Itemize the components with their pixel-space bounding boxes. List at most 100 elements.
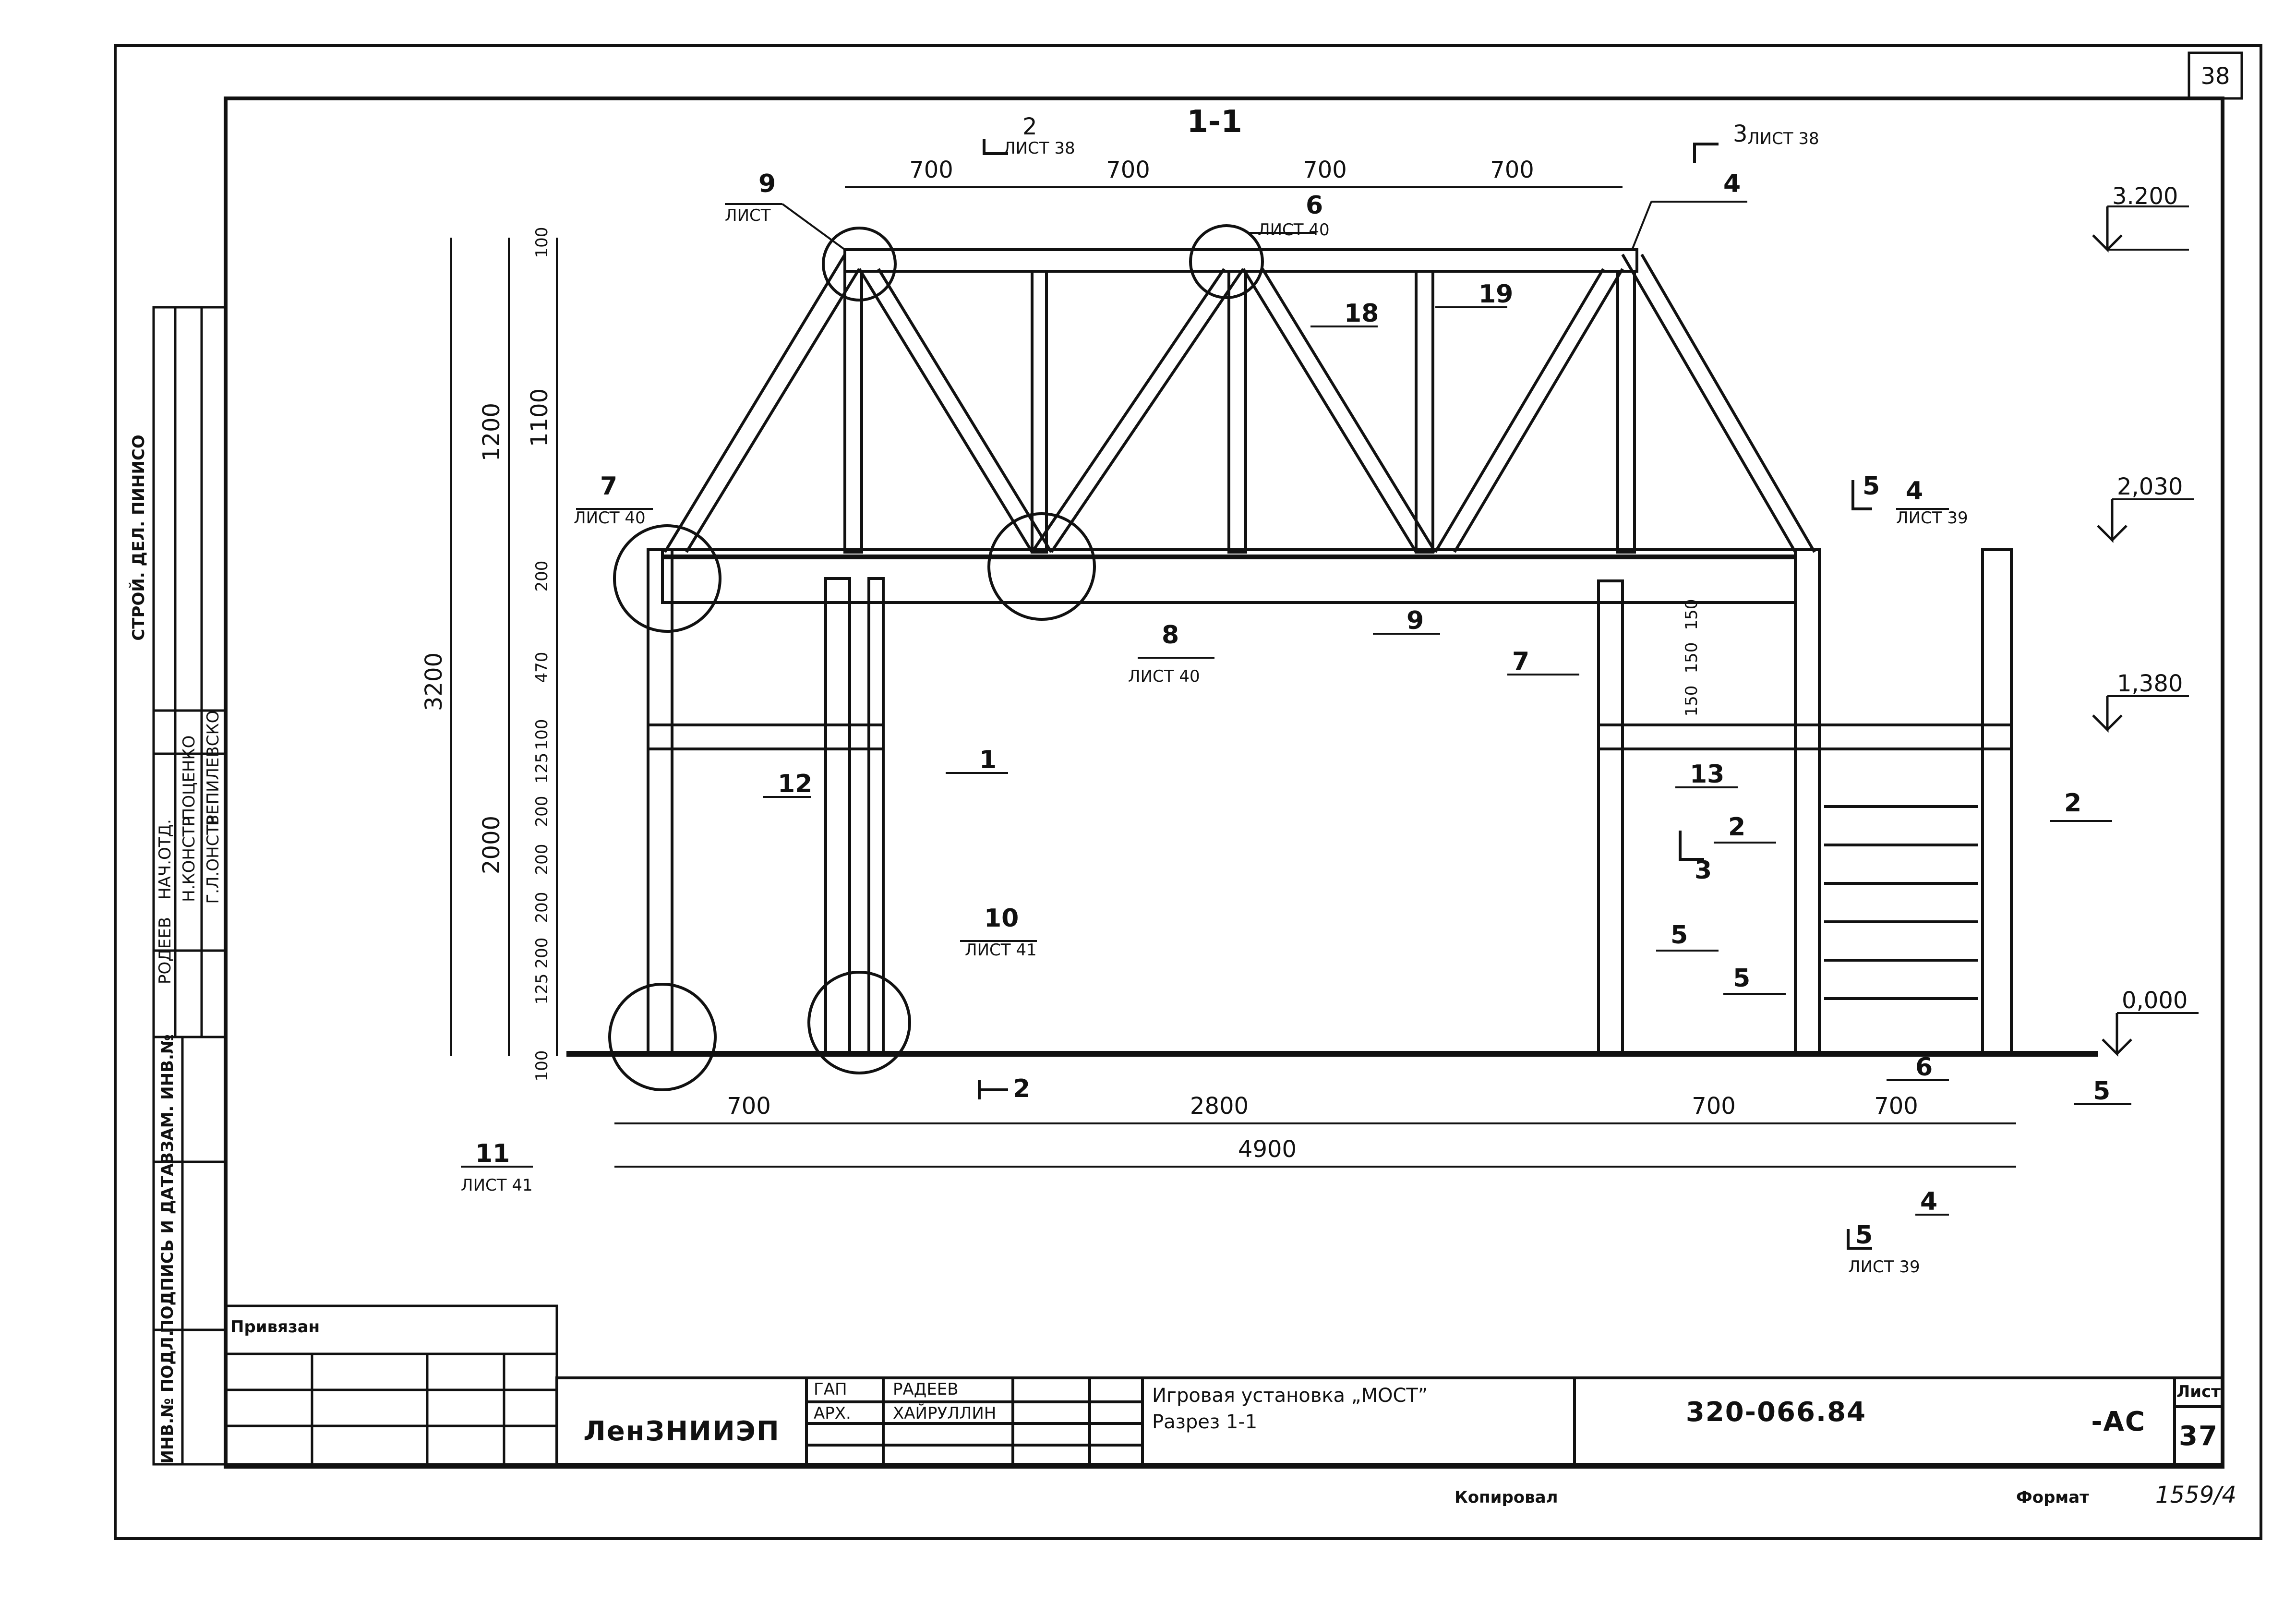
staff-name-1: РАДЕЕВ	[893, 1380, 959, 1399]
side-stamp-role-3: Г.Л.ОНСТР	[204, 815, 223, 904]
svg-text:ЛИСТ 39: ЛИСТ 39	[1848, 1257, 1920, 1277]
dim-left-200c: 200	[532, 892, 552, 923]
dim-left-1100: 1100	[526, 388, 553, 447]
callout-7-right: 7	[1507, 647, 1579, 676]
svg-text:4: 4	[1920, 1187, 1937, 1216]
callout-6: 6 ЛИСТ 40	[1248, 191, 1330, 240]
staff-role-1: ГАП	[814, 1380, 847, 1399]
callout-9-chord: 9	[1373, 606, 1440, 635]
sheet-label: Лист	[2176, 1382, 2221, 1401]
svg-text:11: 11	[475, 1139, 510, 1168]
side-stamp	[152, 306, 227, 1466]
svg-text:ЛИСТ 41: ЛИСТ 41	[461, 1176, 533, 1195]
svg-text:4: 4	[1723, 169, 1741, 198]
section-mark-5-right: 5	[1851, 472, 1880, 510]
callout-2-inner: 2	[1714, 813, 1776, 844]
inner-frame	[224, 96, 2224, 1469]
svg-text:2: 2	[1728, 813, 1745, 842]
svg-text:8: 8	[1162, 621, 1179, 650]
sheet-number: 37	[2179, 1421, 2218, 1452]
side-stamp-name-3: ВЕПИЛЕВСКО	[204, 711, 223, 826]
dim-left-200d: 200	[532, 938, 552, 969]
callout-11: 11 ЛИСТ 41	[461, 1139, 533, 1195]
svg-text:ЛИСТ 40: ЛИСТ 40	[574, 508, 646, 528]
dim-left-125b: 125	[532, 974, 552, 1005]
elevation-2030: 2,030	[2097, 473, 2194, 543]
detail-circles	[608, 224, 1264, 1091]
svg-text:5: 5	[2093, 1077, 2110, 1106]
svg-text:6: 6	[1915, 1053, 1933, 1082]
staff-role-2: АРХ.	[814, 1404, 851, 1423]
callout-2-outer: 2	[2050, 789, 2112, 822]
field-inv-no: ИНВ.№ ПОДЛ.	[158, 1330, 177, 1463]
outer-frame	[114, 44, 2262, 1540]
svg-text:10: 10	[984, 904, 1019, 933]
attached-label: Привязан	[230, 1317, 320, 1337]
side-stamp-role-2: Н.КОНСТР	[180, 817, 199, 902]
callout-6-bottom: 6	[1887, 1053, 1949, 1082]
footer-copied: Копировал	[1455, 1488, 1558, 1507]
svg-text:4: 4	[1906, 477, 1923, 506]
callout-18: 18	[1310, 299, 1379, 328]
svg-text:5: 5	[1855, 1221, 1873, 1250]
svg-text:2: 2	[2064, 789, 2081, 818]
svg-text:1,380: 1,380	[2117, 670, 2183, 697]
callout-12: 12	[763, 770, 812, 798]
dim-bottom-1: 700	[727, 1093, 771, 1120]
svg-text:1: 1	[979, 746, 997, 774]
svg-text:ЛИСТ 40: ЛИСТ 40	[1128, 667, 1200, 686]
field-replaced-inv: ВЗАМ. ИНВ.№	[158, 1034, 177, 1165]
callout-4: 4	[1631, 169, 1747, 250]
svg-text:12: 12	[778, 770, 812, 798]
drawing-title-line1: Игровая установка „МОСТ”	[1152, 1385, 1428, 1407]
svg-text:5: 5	[1733, 964, 1750, 993]
dim-bottom-2: 2800	[1190, 1093, 1249, 1120]
side-stamp-vertical-text: СТРОЙ. ДЕЛ. ПИНИСО	[129, 434, 148, 640]
svg-text:13: 13	[1690, 760, 1724, 789]
callout-13: 13	[1675, 760, 1738, 789]
callout-10: 10 ЛИСТ 41	[960, 904, 1037, 960]
dim-right-150b: 150	[1682, 642, 1701, 674]
section-mark-3-mid: 3	[1679, 831, 1712, 885]
svg-text:ЛИСТ 41: ЛИСТ 41	[965, 941, 1037, 960]
svg-text:18: 18	[1344, 299, 1379, 328]
callout-19: 19	[1435, 280, 1513, 309]
dimension-lines	[450, 186, 2016, 1168]
dim-bottom-4: 700	[1874, 1093, 1918, 1120]
truss	[661, 248, 1816, 604]
side-stamp-role-1: НАЧ.ОТД.	[156, 819, 175, 900]
dim-top-1: 700	[909, 157, 953, 183]
section-title: 1-1	[1187, 104, 1242, 140]
dim-left-total: 3200	[421, 652, 447, 711]
corner-sheet-box	[2188, 51, 2243, 100]
elevation-1380: 1,380	[2092, 670, 2189, 733]
corner-sheet-number: 38	[2200, 63, 2230, 90]
callout-5-upper: 5	[1656, 921, 1719, 952]
dim-left-100c: 100	[532, 1050, 552, 1082]
svg-text:19: 19	[1479, 280, 1513, 309]
dim-left-125a: 125	[532, 753, 552, 784]
svg-text:ЛИСТ 38: ЛИСТ 38	[1747, 129, 1819, 148]
svg-text:ЛИСТ 38: ЛИСТ 38	[1003, 139, 1075, 158]
callout-9-top: 9 ЛИСТ	[725, 169, 846, 251]
callout-7-left: 7 ЛИСТ 40	[574, 472, 653, 528]
callout-1: 1	[946, 746, 1008, 774]
svg-text:3: 3	[1695, 856, 1712, 885]
svg-text:9: 9	[1406, 606, 1424, 635]
dim-top-4: 700	[1490, 157, 1534, 183]
svg-text:9: 9	[758, 169, 776, 198]
svg-text:3: 3	[1733, 121, 1748, 147]
side-stamp-name-1: РОДЕЕВ	[156, 917, 175, 984]
side-stamp-name-2: ПОЦЕНКО	[180, 736, 199, 820]
dim-left-200b: 200	[532, 844, 552, 875]
elevation-3200: 3.200	[2092, 183, 2189, 253]
title-block	[555, 1376, 2224, 1466]
dim-left-2000: 2000	[478, 816, 505, 874]
dim-left-200a: 200	[532, 796, 552, 827]
svg-text:7: 7	[600, 472, 617, 501]
svg-text:ЛИСТ 40: ЛИСТ 40	[1258, 220, 1330, 240]
svg-text:6: 6	[1306, 191, 1323, 220]
svg-text:ЛИСТ: ЛИСТ	[725, 206, 771, 225]
section-mark-2-top: 2 ЛИСТ 38	[983, 113, 1075, 158]
